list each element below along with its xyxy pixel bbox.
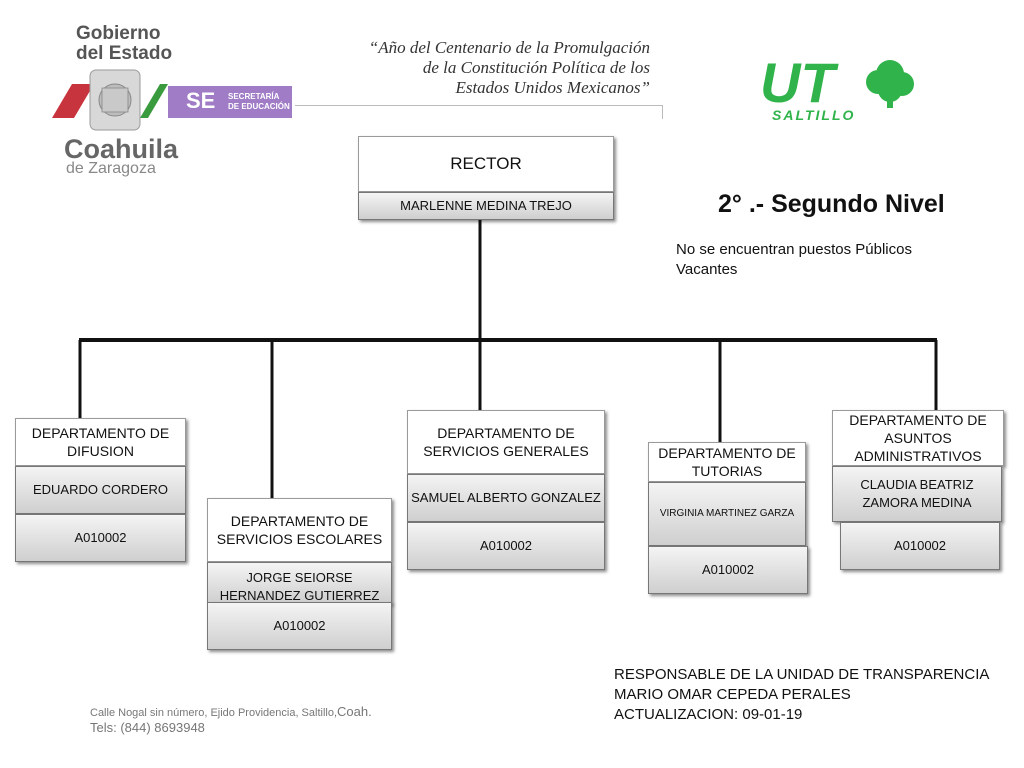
coat-of-arms-icon <box>52 69 168 131</box>
se-subtitle-line2: DE EDUCACIÓN <box>228 102 290 111</box>
quote-line-2: de la Constitución Política de los <box>422 58 650 77</box>
dept-tutorias-name: VIRGINIA MARTINEZ GARZA <box>648 482 806 546</box>
gobierno-coahuila-logo <box>48 22 298 182</box>
level-note-line2: Vacantes <box>676 261 738 278</box>
level-title: 2° .- Segundo Nivel <box>718 190 945 218</box>
svg-text:UT: UT <box>760 52 839 114</box>
footer-phone: Tels: (844) 8693948 <box>90 720 205 735</box>
footer-address: Calle Nogal sin número, Ejido Providenci… <box>90 704 372 721</box>
dept-tutorias-title: DEPARTAMENTO DE TUTORIAS <box>648 442 806 482</box>
level-note: No se encuentran puestos Públicos Vacant… <box>676 240 946 280</box>
header-divider <box>295 105 663 106</box>
quote-line-3: Estados Unidos Mexicanos” <box>455 78 650 97</box>
se-subtitle-line1: SECRETARÍA <box>228 92 280 101</box>
dept-tutorias-code: A010002 <box>648 546 808 594</box>
header-divider-tick <box>662 105 663 119</box>
ut-saltillo-tree-icon: UT SALTILLO <box>760 51 914 123</box>
dept-difusion-title: DEPARTAMENTO DE DIFUSION <box>15 418 186 466</box>
quote-line-1: “Año del Centenario de la Promulgación <box>368 38 650 57</box>
footer-address-street: Calle Nogal sin número, Ejido Providenci… <box>90 707 338 719</box>
dept-difusion-code: A010002 <box>15 514 186 562</box>
dept-administrativos-name: CLAUDIA BEATRIZ ZAMORA MEDINA <box>832 466 1002 522</box>
transparency-responsible: RESPONSABLE DE LA UNIDAD DE TRANSPARENCI… <box>614 665 989 725</box>
dept-administrativos-title: DEPARTAMENTO DE ASUNTOS ADMINISTRATIVOS <box>832 410 1004 466</box>
dept-difusion-name: EDUARDO CORDERO <box>15 466 186 514</box>
resp-line-3: ACTUALIZACION: 09-01-19 <box>614 706 803 723</box>
gobierno-text: Gobierno <box>76 23 161 44</box>
dept-escolares-title: DEPARTAMENTO DE SERVICIOS ESCOLARES <box>207 498 392 562</box>
se-badge-subtitle: SECRETARÍA DE EDUCACIÓN <box>228 92 290 112</box>
se-badge <box>168 86 292 118</box>
centenario-quote: “Año del Centenario de la Promulgación d… <box>340 38 650 98</box>
dept-administrativos-code: A010002 <box>840 522 1000 570</box>
rector-name-box: MARLENNE MEDINA TREJO <box>358 192 614 220</box>
coahuila-text: Coahuila <box>64 134 179 164</box>
zaragoza-text: de Zaragoza <box>66 160 156 177</box>
resp-line-2: MARIO OMAR CEPEDA PERALES <box>614 686 851 703</box>
dept-generales-title: DEPARTAMENTO DE SERVICIOS GENERALES <box>407 410 605 474</box>
se-badge-label: SE <box>186 88 216 113</box>
ut-saltillo-logo: UT SALTILLO <box>760 51 920 124</box>
del-estado-text: del Estado <box>76 43 173 64</box>
resp-line-1: RESPONSABLE DE LA UNIDAD DE TRANSPARENCI… <box>614 666 990 683</box>
dept-generales-code: A010002 <box>407 522 605 570</box>
level-note-line1: No se encuentran puestos Públicos <box>676 241 912 258</box>
dept-escolares-name: JORGE SEIORSE HERNANDEZ GUTIERREZ <box>207 562 392 604</box>
svg-text:SALTILLO: SALTILLO <box>772 107 855 123</box>
dept-generales-name: SAMUEL ALBERTO GONZALEZ <box>407 474 605 522</box>
dept-escolares-code: A010002 <box>207 602 392 650</box>
rector-title-box: RECTOR <box>358 136 614 192</box>
footer-address-city: Coah. <box>337 704 372 719</box>
